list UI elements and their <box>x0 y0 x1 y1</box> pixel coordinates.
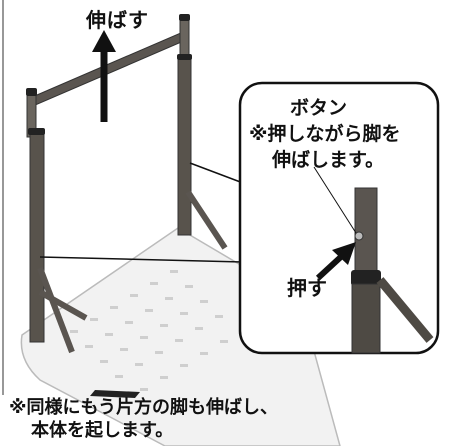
callout-title: ボタン <box>290 97 348 119</box>
extend-label: 伸ばす <box>86 8 149 32</box>
caption-line1: ※同様にもう片方の脚も伸ばし、 <box>9 397 278 418</box>
callout-instruction-line1: ※押しながら脚を <box>249 123 401 145</box>
zoom-leg-lower <box>351 283 381 354</box>
left-brace-2 <box>38 289 88 321</box>
table-edge <box>90 390 140 398</box>
left-brace-1 <box>37 266 75 354</box>
right-leg-lower <box>177 54 192 236</box>
callout-leader-lower <box>39 256 244 263</box>
right-leg-cap <box>179 14 190 21</box>
zoom-button <box>354 231 364 241</box>
right-brace <box>185 190 228 250</box>
up-arrow-head <box>92 30 116 52</box>
zoom-leg-collar <box>351 270 381 286</box>
right-leg-upper <box>179 17 190 59</box>
caption: ※同様にもう片方の脚も伸ばし、 本体を起します。 <box>9 396 439 442</box>
push-arrow-head <box>332 242 356 265</box>
push-arrow-shaft <box>315 251 347 281</box>
left-leg-cap <box>26 88 37 96</box>
left-leg-lower <box>29 131 45 343</box>
callout-leader-upper <box>189 162 244 184</box>
callout-instruction-line2: 伸ばします。 <box>272 149 385 171</box>
left-leg-collar <box>28 128 45 135</box>
push-label: 押す <box>287 276 327 300</box>
button-pointer-line <box>313 166 357 234</box>
right-leg-collar <box>177 54 192 60</box>
zoom-brace <box>376 277 434 343</box>
caption-line2: 本体を起します。 <box>31 420 174 441</box>
